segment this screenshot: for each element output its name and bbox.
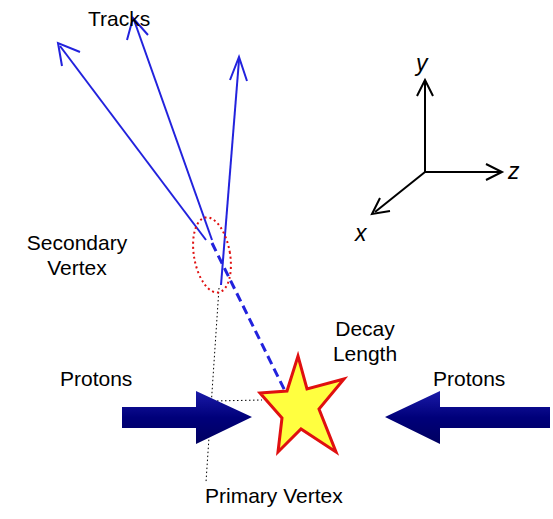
- proton-beam: [122, 391, 252, 444]
- axis-label: y: [416, 50, 428, 78]
- proton-label: Protons: [60, 366, 132, 391]
- decay-length-label: Decay Length: [328, 316, 402, 366]
- collision-star: [260, 356, 344, 452]
- guide-lines: [206, 288, 262, 482]
- vertex-label: Secondary Vertex: [18, 230, 136, 280]
- axes: [372, 80, 502, 214]
- tracks-label: Tracks: [88, 6, 150, 31]
- proton-label: Protons: [433, 366, 505, 391]
- vertex-ellipse: [188, 214, 237, 295]
- axis-label: x: [355, 220, 367, 248]
- axis-label: z: [508, 158, 520, 186]
- primary-vertex-label: Primary Vertex: [205, 483, 343, 508]
- decay-length-line: [212, 243, 287, 395]
- proton-beam: [385, 391, 550, 444]
